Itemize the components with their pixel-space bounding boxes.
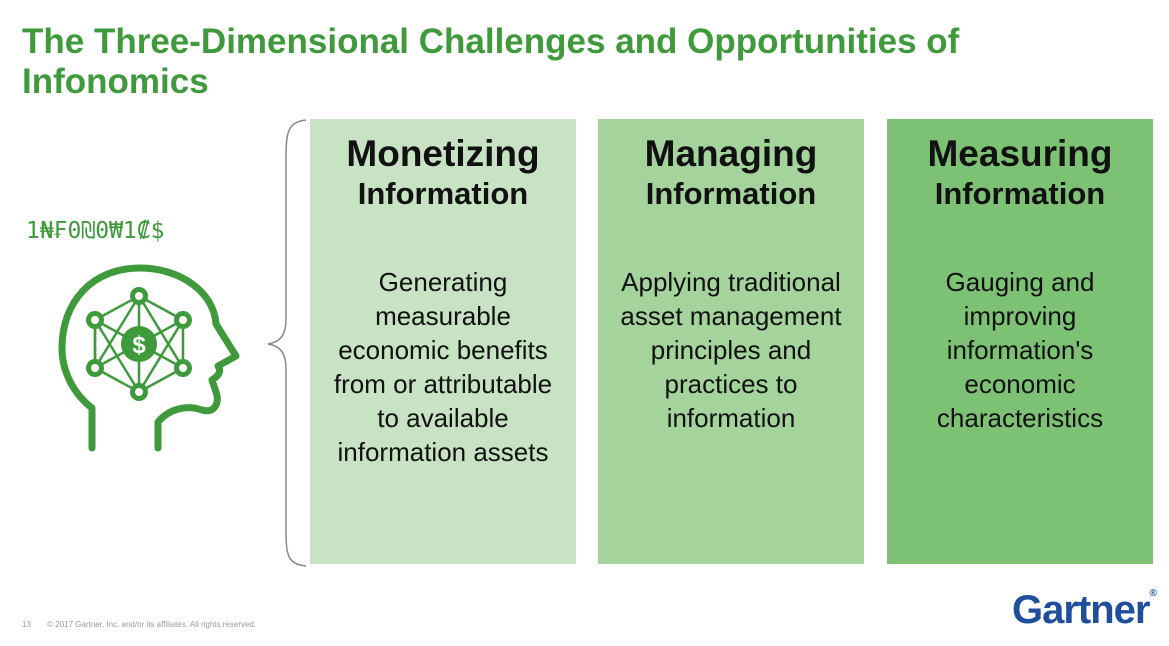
registered-mark: ® — [1149, 588, 1157, 599]
currency-symbols: 1₦₣0₪0₩1₡$ — [26, 218, 165, 244]
column-measuring: Measuring Information Gauging and improv… — [887, 119, 1153, 564]
column-monetizing: Monetizing Information Generating measur… — [310, 119, 576, 564]
column-body: Applying traditional asset management pr… — [620, 267, 842, 433]
curly-brace — [267, 119, 307, 567]
column-heading: Measuring — [927, 133, 1113, 174]
head-network-dollar-icon: $ — [58, 264, 240, 452]
page-title: The Three-Dimensional Challenges and Opp… — [22, 22, 960, 101]
column-heading: Managing — [644, 133, 818, 174]
column-subheading: Information — [934, 176, 1106, 211]
page-number: 13 — [22, 620, 31, 629]
column-heading: Monetizing — [346, 133, 540, 174]
column-subheading: Information — [645, 176, 817, 211]
column-managing: Managing Information Applying traditiona… — [598, 119, 864, 564]
column-body: Generating measurable economic benefits … — [333, 267, 553, 467]
gartner-logo: Gartner® — [1012, 588, 1157, 633]
column-subheading: Information — [357, 176, 529, 211]
logo-text: Gartner — [1012, 588, 1150, 632]
footer: 13 © 2017 Gartner, Inc. and/or its affil… — [22, 620, 256, 629]
column-body: Gauging and improving information's econ… — [936, 267, 1104, 433]
dollar-sign: $ — [132, 332, 146, 359]
copyright-notice: © 2017 Gartner, Inc. and/or its affiliat… — [47, 620, 257, 629]
